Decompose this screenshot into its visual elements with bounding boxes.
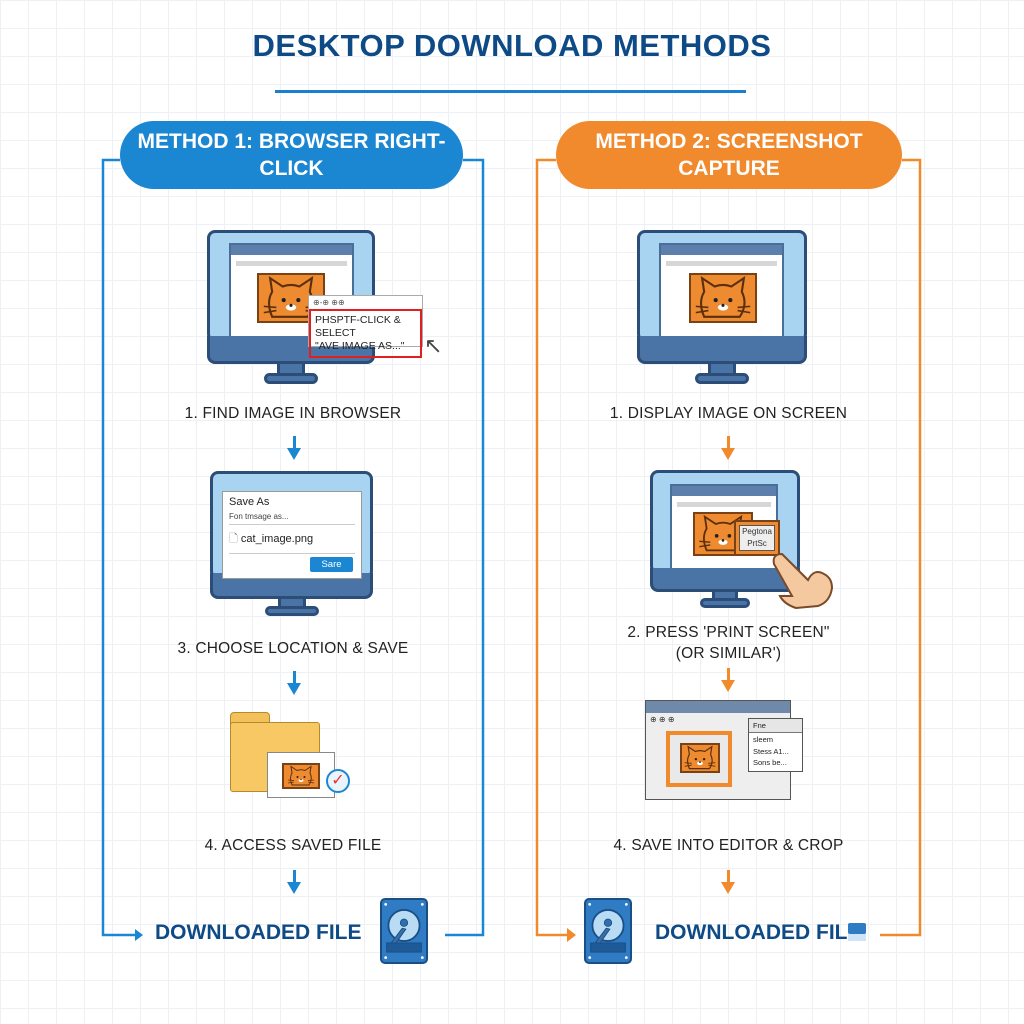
method2-step2-label: 2. PRESS 'PRINT SCREEN" (OR SIMILAR') (537, 622, 920, 664)
arrow-down-icon (287, 870, 301, 894)
file-menu-item[interactable]: Sons be... (753, 758, 787, 767)
context-menu: ⊕-⊕ ⊕⊕ PHSPTF-CLICK & SELECT "AVE IMAGE … (308, 295, 423, 358)
method2-step4-label: 4. SAVE INTO EDITOR & CROP (613, 837, 844, 854)
file-menu: Fne sleem Stess A1... Sons be... (748, 718, 803, 772)
cursor-icon: ↖ (424, 333, 443, 358)
method1-step3-label: 3. CHOOSE LOCATION & SAVE (177, 640, 409, 657)
filename-value: cat_image.png (240, 533, 314, 545)
method2-header: METHOD 2: SCREENSHOT CAPTURE (556, 121, 902, 189)
filename-field[interactable]: 🗋 cat_image.png (229, 530, 355, 554)
save-button[interactable]: Sare (310, 557, 353, 572)
method1-header: METHOD 1: BROWSER RIGHT-CLICK (120, 121, 463, 189)
file-menu-item[interactable]: sleem (753, 735, 774, 744)
floppy-disk-icon (848, 923, 867, 941)
file-menu-item-save-as[interactable]: Stess A1... (753, 747, 789, 756)
context-menu-line1: PHSPTF-CLICK & SELECT (315, 314, 401, 339)
arrow-down-icon (721, 668, 735, 692)
save-as-dialog: Save As Fon tmsage as... 🗋 cat_image.png… (222, 491, 362, 579)
key-label-line1: Pegtona (742, 527, 772, 536)
arrow-down-icon (721, 870, 735, 894)
context-menu-top: ⊕-⊕ ⊕⊕ (313, 298, 345, 307)
monitor-display-illustration (637, 230, 807, 386)
arrow-down-icon (287, 436, 301, 460)
title-underline (275, 90, 746, 93)
dialog-title: Save As (229, 496, 270, 508)
editor-toolbar: ⊕ ⊕ ⊕ (650, 715, 675, 724)
method1-step4-label: 4. ACCESS SAVED FILE (204, 837, 382, 854)
step2-line1: 2. PRESS 'PRINT SCREEN" (627, 624, 830, 641)
hard-drive-icon (584, 898, 632, 964)
method1-result: DOWNLOADED FILE (155, 921, 362, 944)
arrow-down-icon (287, 671, 301, 695)
hard-drive-icon (380, 898, 428, 964)
save-image-as-item[interactable]: PHSPTF-CLICK & SELECT "AVE IMAGE AS..." (309, 309, 422, 358)
page-title: DESKTOP DOWNLOAD METHODS (252, 28, 772, 63)
hand-pointer-icon (772, 552, 834, 610)
file-menu-title[interactable]: Fne (749, 719, 802, 733)
file-icon: 🗋 (229, 533, 238, 545)
step2-line2: (OR SIMILAR') (675, 645, 782, 662)
folder-icon: ✓ (230, 712, 358, 804)
key-label-line2: PrtSc (747, 539, 767, 548)
checkmark-icon: ✓ (326, 769, 350, 793)
method2-result: DOWNLOADED FIL (655, 921, 867, 945)
context-menu-line2: "AVE IMAGE AS..." (315, 340, 405, 352)
method1-step1-label: 1. FIND IMAGE IN BROWSER (184, 405, 402, 422)
dialog-subtitle: Fon tmsage as... (229, 512, 355, 525)
arrow-down-icon (721, 436, 735, 460)
method2-step1-label: 1. DISPLAY IMAGE ON SCREEN (609, 405, 848, 422)
method2-result-text: DOWNLOADED FIL (655, 921, 848, 944)
